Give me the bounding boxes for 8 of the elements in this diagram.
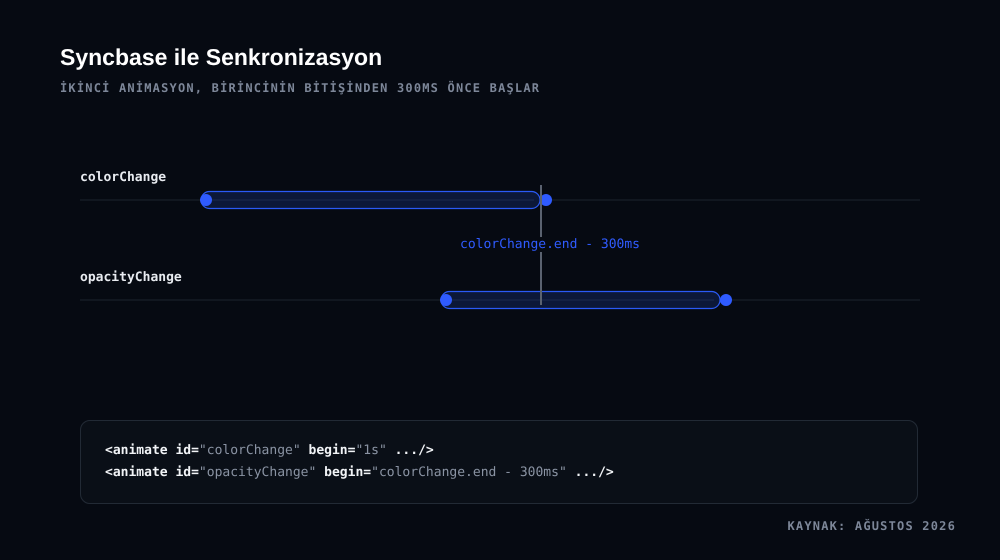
title: Syncbase ile Senkronizasyon bbox=[60, 44, 382, 71]
subtitle: İKİNCİ ANİMASYON, BİRİNCİNİN BİTİŞİNDEN 300MS ÖNCE BAŞLAR bbox=[60, 81, 540, 95]
source-note: KAYNAK: AĞUSTOS 2026 bbox=[788, 519, 956, 533]
track-label: colorChange bbox=[80, 170, 166, 185]
code-block bbox=[80, 420, 918, 504]
track-label: opacityChange bbox=[80, 270, 182, 285]
code-line: <animate id="colorChange" begin="1s" .../> bbox=[105, 443, 434, 458]
code-line: <animate id="opacityChange" begin="colorChange.end - 300ms" .../> bbox=[105, 465, 614, 480]
